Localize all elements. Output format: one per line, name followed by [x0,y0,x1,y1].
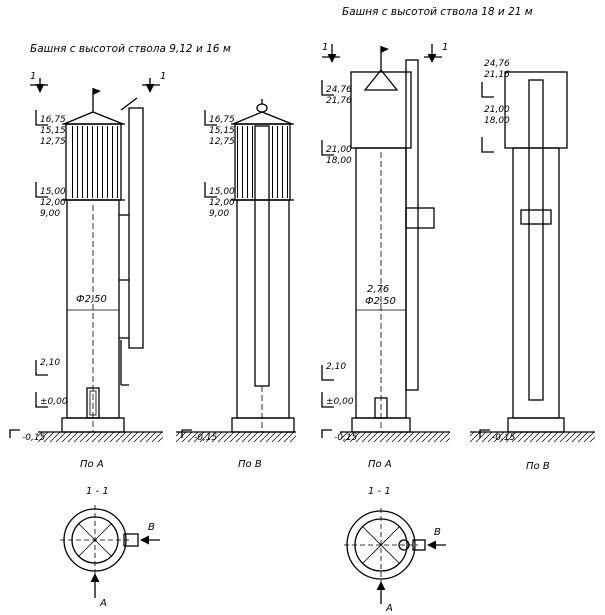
elev-t4-1: 21,16 [484,70,510,80]
view-label-t3: По А [368,459,392,470]
plan-section-left: 1 - 1 В А [60,486,160,609]
elev-t3-4: 2,10 [326,362,346,372]
view-label-t2: По В [238,459,262,470]
plan-arrow-a-right: А [385,603,393,614]
view-label-t1: По А [80,459,104,470]
elev-t1-3: 15,00 [40,187,66,197]
title-group-1: Башня с высотой ствола 9,12 и 16 м [30,43,231,55]
elev-t2-3: 15,00 [209,187,235,197]
elev-t4-4: -0,15 [492,433,516,443]
tower-3: 1 1 24,76 21,76 21,00 18,00 2,10 ±0,00 -… [321,42,450,470]
section-mark-t3-left: 1 [322,42,328,53]
elev-t3-1: 21,76 [326,96,352,106]
elev-t1-1: 15,15 [40,126,66,136]
elev-t2-5: 9,00 [209,209,229,219]
elev-t1-2: 12,75 [40,137,66,147]
section-mark-left: 1 [30,71,36,82]
elev-t2-2: 12,75 [209,137,235,147]
elev-t2-1: 15,15 [209,126,235,136]
plan-title-right: 1 - 1 [368,486,391,497]
elev-t3-0: 24,76 [326,85,352,95]
elev-t1-8: -0,15 [22,433,46,443]
elev-t3-3: 18,00 [326,156,352,166]
tower-1: 1 1 16,75 15,15 12,75 15,00 12,00 9,00 2… [9,71,166,470]
elev-t2-4: 12,00 [209,198,235,208]
elev-t1-6: 2,10 [40,358,60,368]
elev-t2-6: -0,15 [194,433,218,443]
view-label-t4: По В [526,461,550,472]
plan-section-right: 1 - 1 В А [344,486,446,614]
section-mark-right: 1 [160,71,166,82]
elev-t3-6: -0,15 [334,433,358,443]
tower-4: 24,76 21,16 21,00 18,00 -0,15 По В [470,59,595,472]
tower-2: 16,75 15,15 12,75 15,00 12,00 9,00 -0,15… [176,99,296,470]
elev-t1-4: 12,00 [40,198,66,208]
elev-t4-3: 18,00 [484,116,510,126]
title-group-2: Башня с высотой ствола 18 и 21 м [342,6,533,18]
diameter-t3-b: Ф2,50 [365,296,396,307]
elev-t2-0: 16,75 [209,115,235,125]
section-mark-t3-right: 1 [442,42,448,53]
elev-t3-2: 21,00 [326,145,352,155]
plan-arrow-a-left: А [99,598,107,609]
elev-t1-5: 9,00 [40,209,60,219]
plan-arrow-b-left: В [148,522,155,533]
plan-title-left: 1 - 1 [86,486,109,497]
elev-t1-7: ±0,00 [40,397,68,407]
elev-t4-2: 21,00 [484,105,510,115]
elev-t4-0: 24,76 [484,59,510,69]
plan-arrow-b-right: В [434,527,441,538]
diameter-t1: Ф2,50 [76,294,107,305]
elev-t1-0: 16,75 [40,115,66,125]
elev-t3-5: ±0,00 [326,397,354,407]
diameter-t3-a: 2,76 [367,284,389,295]
